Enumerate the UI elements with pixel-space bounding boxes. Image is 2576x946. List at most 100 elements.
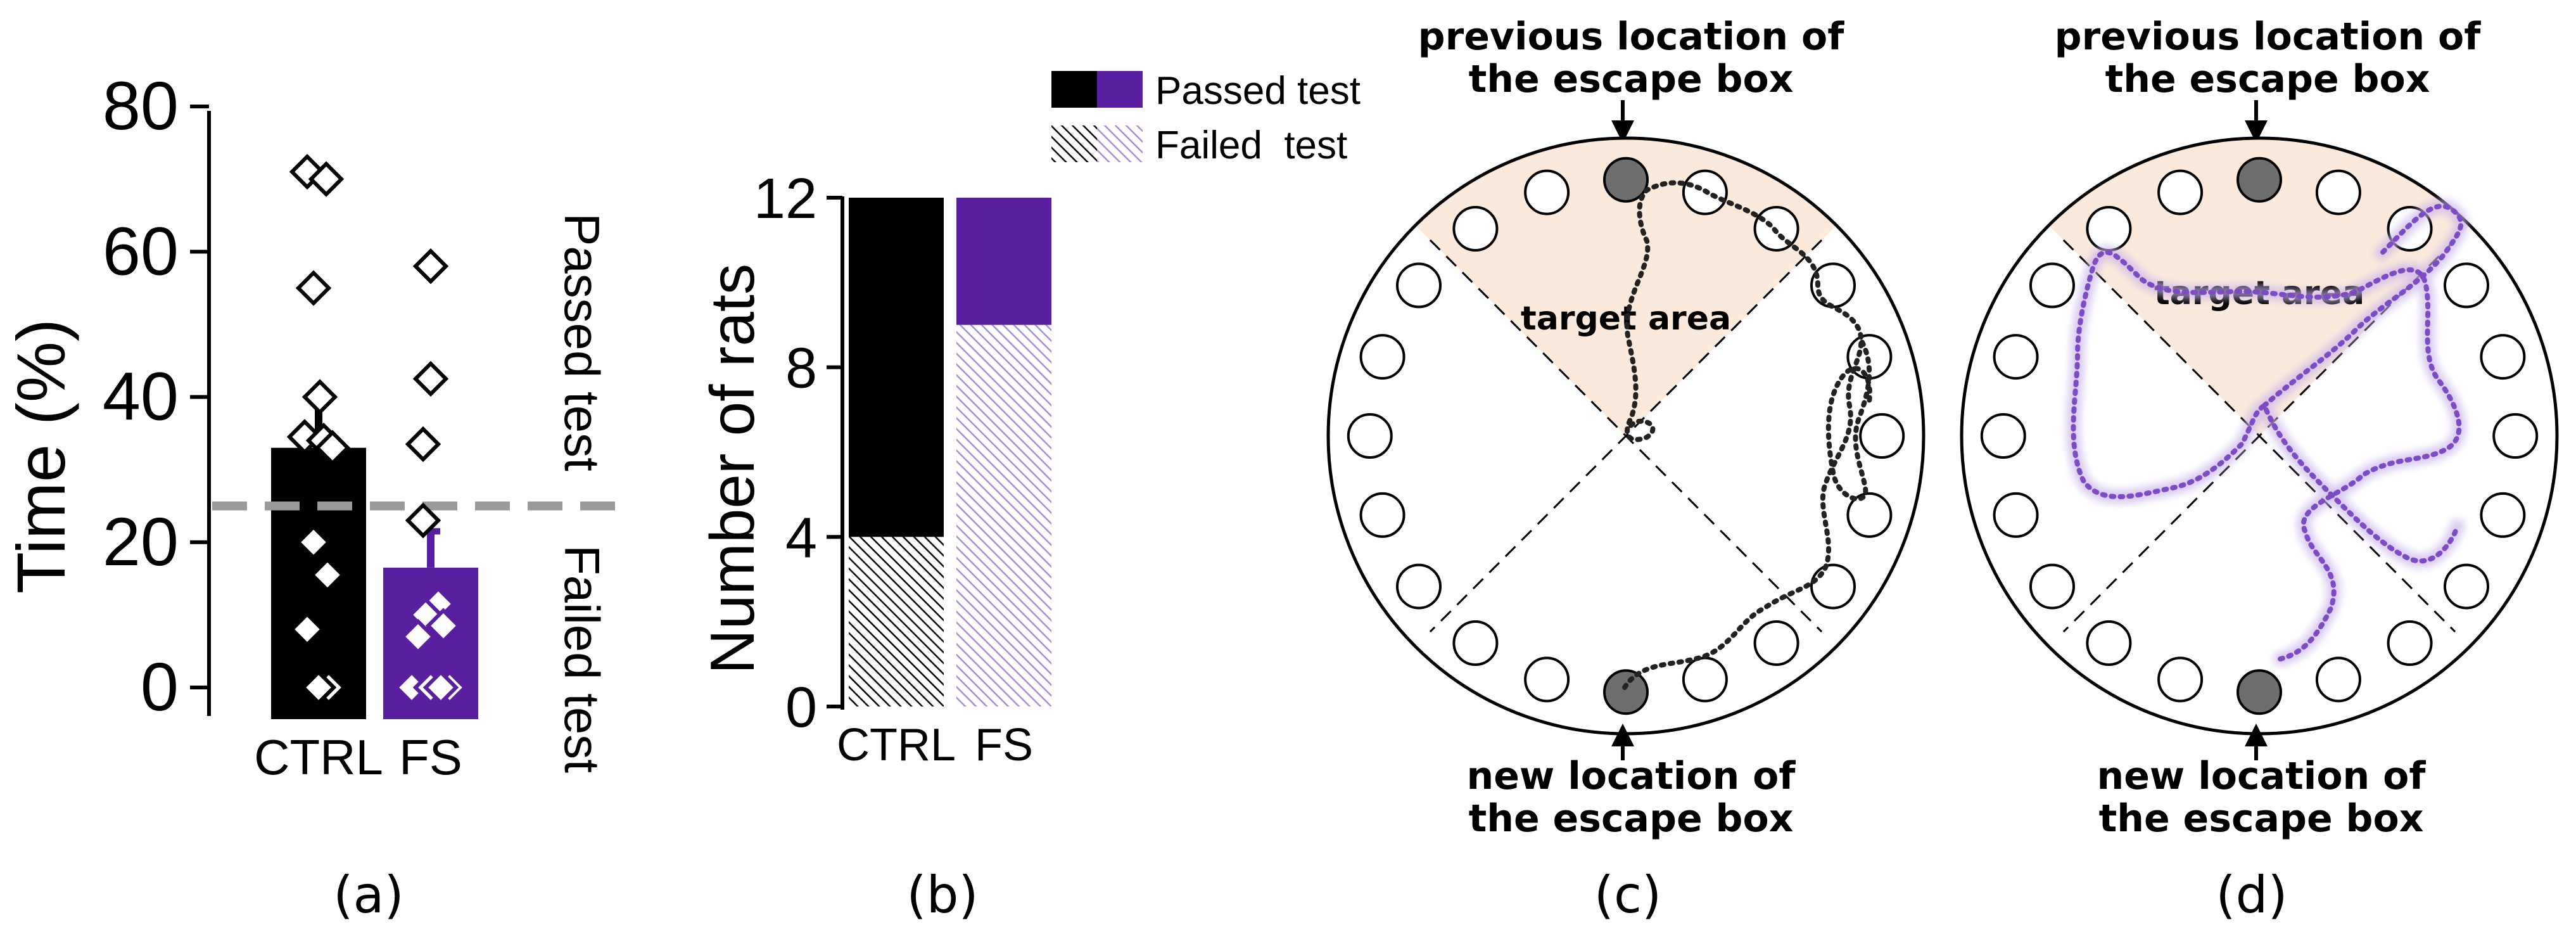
d-path <box>2066 199 2468 666</box>
a-category-fs: FS <box>399 729 462 785</box>
hole <box>2157 169 2204 215</box>
b-ytick-label-4: 4 <box>785 506 817 570</box>
hole <box>2029 563 2075 610</box>
hole <box>1993 334 2039 380</box>
c-path-2 <box>1825 340 1872 502</box>
hole <box>1846 492 1893 538</box>
b-category-fs: FS <box>975 720 1033 770</box>
b-bar-passed-fs <box>956 198 1051 325</box>
new-escape-hole <box>2237 669 2282 715</box>
previous-escape-hole <box>2237 157 2282 203</box>
hole <box>1859 413 1905 459</box>
legend-swatch-failed-ctrl <box>1051 125 1097 162</box>
b-ytick-label-0: 0 <box>785 676 817 739</box>
hole <box>1980 413 2026 459</box>
a-failed-label: Failed test <box>554 545 610 773</box>
hole <box>2480 334 2526 380</box>
b-ytick-label-8: 8 <box>785 337 817 400</box>
a-point <box>289 153 326 190</box>
a-point <box>422 669 459 706</box>
hole <box>1395 563 1442 610</box>
hole <box>1359 334 1405 380</box>
b-bar-passed-ctrl <box>849 198 944 537</box>
a-passed-label: Passed test <box>554 213 610 471</box>
b-ytick-label-12: 12 <box>754 167 817 231</box>
c-path <box>1622 180 1864 690</box>
hole <box>1524 169 1570 215</box>
a-category-ctrl: CTRL <box>254 729 383 785</box>
a-ytick-label-0: 0 <box>141 648 179 725</box>
hole <box>1359 492 1405 538</box>
quadrant-line <box>1429 239 1823 633</box>
hole <box>1524 656 1570 703</box>
d-new-line2: the escape box <box>2099 796 2424 841</box>
legend-swatch-passed-fs <box>1097 71 1143 108</box>
hole <box>2492 413 2539 459</box>
a-point <box>309 557 346 593</box>
a-ytick-label-20: 20 <box>103 503 179 580</box>
a-point <box>295 524 332 560</box>
b-bars <box>849 198 1051 706</box>
c-prev-line1: previous location of <box>1418 15 1845 59</box>
legend-swatch-failed-fs <box>1097 125 1143 162</box>
previous-escape-hole <box>1603 157 1649 203</box>
legend-passed-label: Passed test <box>1155 69 1361 113</box>
c-new-line1: new location of <box>1467 754 1796 798</box>
hole <box>2086 620 2132 667</box>
legend-swatch-passed-ctrl <box>1051 71 1097 108</box>
a-ylabel: Time (%) <box>3 319 79 594</box>
a-point <box>295 270 332 306</box>
b-bar-failed-ctrl <box>849 537 944 706</box>
a-point <box>314 430 351 466</box>
a-point <box>412 248 449 284</box>
hole <box>2444 563 2490 610</box>
c-prev-line2: the escape box <box>1469 57 1794 101</box>
hole <box>1347 413 1393 459</box>
d-prev-line1: previous location of <box>2055 15 2482 59</box>
a-point <box>308 161 345 197</box>
hole <box>1810 563 1856 610</box>
a-ytick-label-60: 60 <box>103 212 179 289</box>
hole <box>2086 205 2132 252</box>
panel-label-d: (d) <box>2216 866 2287 924</box>
a-point <box>289 611 326 648</box>
hole <box>1682 656 1728 703</box>
panel-label-a: (a) <box>333 866 403 924</box>
hole <box>1753 620 1799 667</box>
a-point <box>300 669 337 706</box>
panel-label-c: (c) <box>1594 866 1661 924</box>
c-new-line2: the escape box <box>1469 796 1794 841</box>
hole <box>2444 262 2490 309</box>
hole <box>1993 492 2039 538</box>
c-target-area <box>1415 138 1837 437</box>
d-new-line1: new location of <box>2097 754 2427 798</box>
b-y-ticks: 0 4 8 12 <box>754 167 842 739</box>
hole <box>2157 656 2204 703</box>
hole <box>2480 492 2526 538</box>
hole <box>1452 205 1499 252</box>
a-point <box>301 379 338 415</box>
hole <box>2315 169 2361 215</box>
d-holes <box>1980 157 2539 715</box>
a-point <box>405 502 441 539</box>
hole <box>2387 620 2433 667</box>
hole <box>2029 262 2075 309</box>
c-quadrant-lines <box>1429 239 1823 633</box>
legend-failed-label: Failed test <box>1155 124 1347 167</box>
panel-label-b: (b) <box>906 866 978 924</box>
panel-b: Number of rats 0 4 8 12 CTRL FS Passed test… <box>697 69 1361 770</box>
a-point <box>425 608 462 644</box>
b-category-ctrl: CTRL <box>837 720 956 770</box>
a-ytick-label-80: 80 <box>103 67 179 144</box>
panel-d-maze: previous location of the escape box targ… <box>1960 15 2559 841</box>
a-point <box>412 361 449 397</box>
a-point <box>405 426 441 463</box>
b-ylabel: Number of rats <box>697 264 767 674</box>
hole <box>1452 620 1499 667</box>
hole <box>2315 656 2361 703</box>
d-prev-line2: the escape box <box>2105 57 2430 101</box>
b-bar-failed-fs <box>956 324 1051 706</box>
